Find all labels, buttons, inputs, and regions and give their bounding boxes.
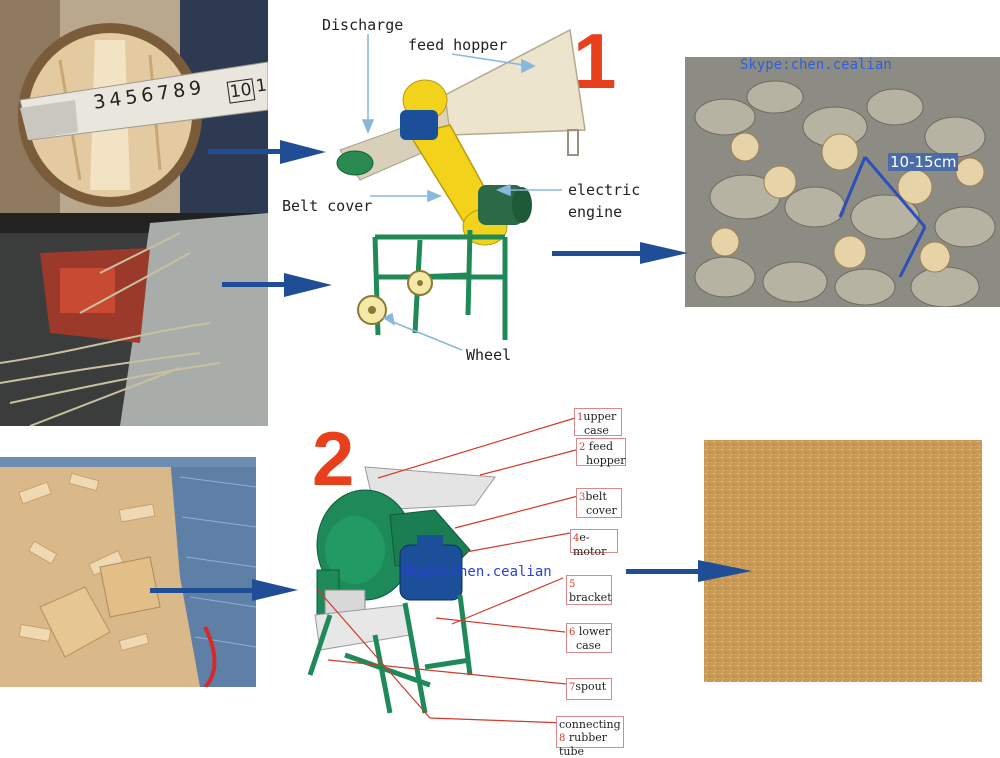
feed-hopper-label: feed hopper <box>408 36 508 54</box>
part-label-upper-case: 1upper case <box>574 408 622 437</box>
belt-cover-label: Belt cover <box>282 197 373 215</box>
discharge-label: Discharge <box>322 16 404 34</box>
wood-logs-photo: Skype:chen.cealian 10-15cm <box>685 57 1000 307</box>
right-arrow-icon <box>626 560 752 582</box>
section-2-number: 2 <box>312 417 355 502</box>
part-label-e-motor: 4e-motor <box>570 529 618 558</box>
log-measure-photo: 3456789 10 1 <box>0 0 268 213</box>
logs-size-label: 10-15cm <box>888 153 959 171</box>
right-arrow-icon <box>150 579 298 601</box>
section-1-number: 1 <box>573 17 617 105</box>
wood-chips-sack-photo <box>0 457 256 687</box>
logs-watermark: Skype:chen.cealian <box>740 57 892 73</box>
part-label-belt-cover: 3belt cover <box>576 488 622 518</box>
right-arrow-icon <box>208 140 326 164</box>
wood-chipper-machine <box>336 28 586 340</box>
wheel-label: Wheel <box>466 346 512 364</box>
part-label-spout: 7spout <box>566 678 612 700</box>
right-arrow-icon <box>552 242 688 264</box>
hammer-mill-machine <box>307 466 496 714</box>
branches-feeding-photo <box>0 213 268 426</box>
part-label-lower-case: 6 lower case <box>566 623 612 653</box>
part-label-feed-hopper: 2 feed hopper <box>576 438 626 467</box>
electric-engine-label-line2: engine <box>568 203 623 221</box>
part-label-bracket: 5 bracket <box>566 575 612 605</box>
sawdust-photo <box>704 440 982 682</box>
part-label-connecting-rubber-tube: connecting 8 rubber tube <box>556 716 624 758</box>
hammer-mill-watermark: Skype:chen.cealian <box>400 564 552 580</box>
right-arrow-icon <box>222 273 332 297</box>
electric-engine-label-line1: electric <box>568 181 641 199</box>
